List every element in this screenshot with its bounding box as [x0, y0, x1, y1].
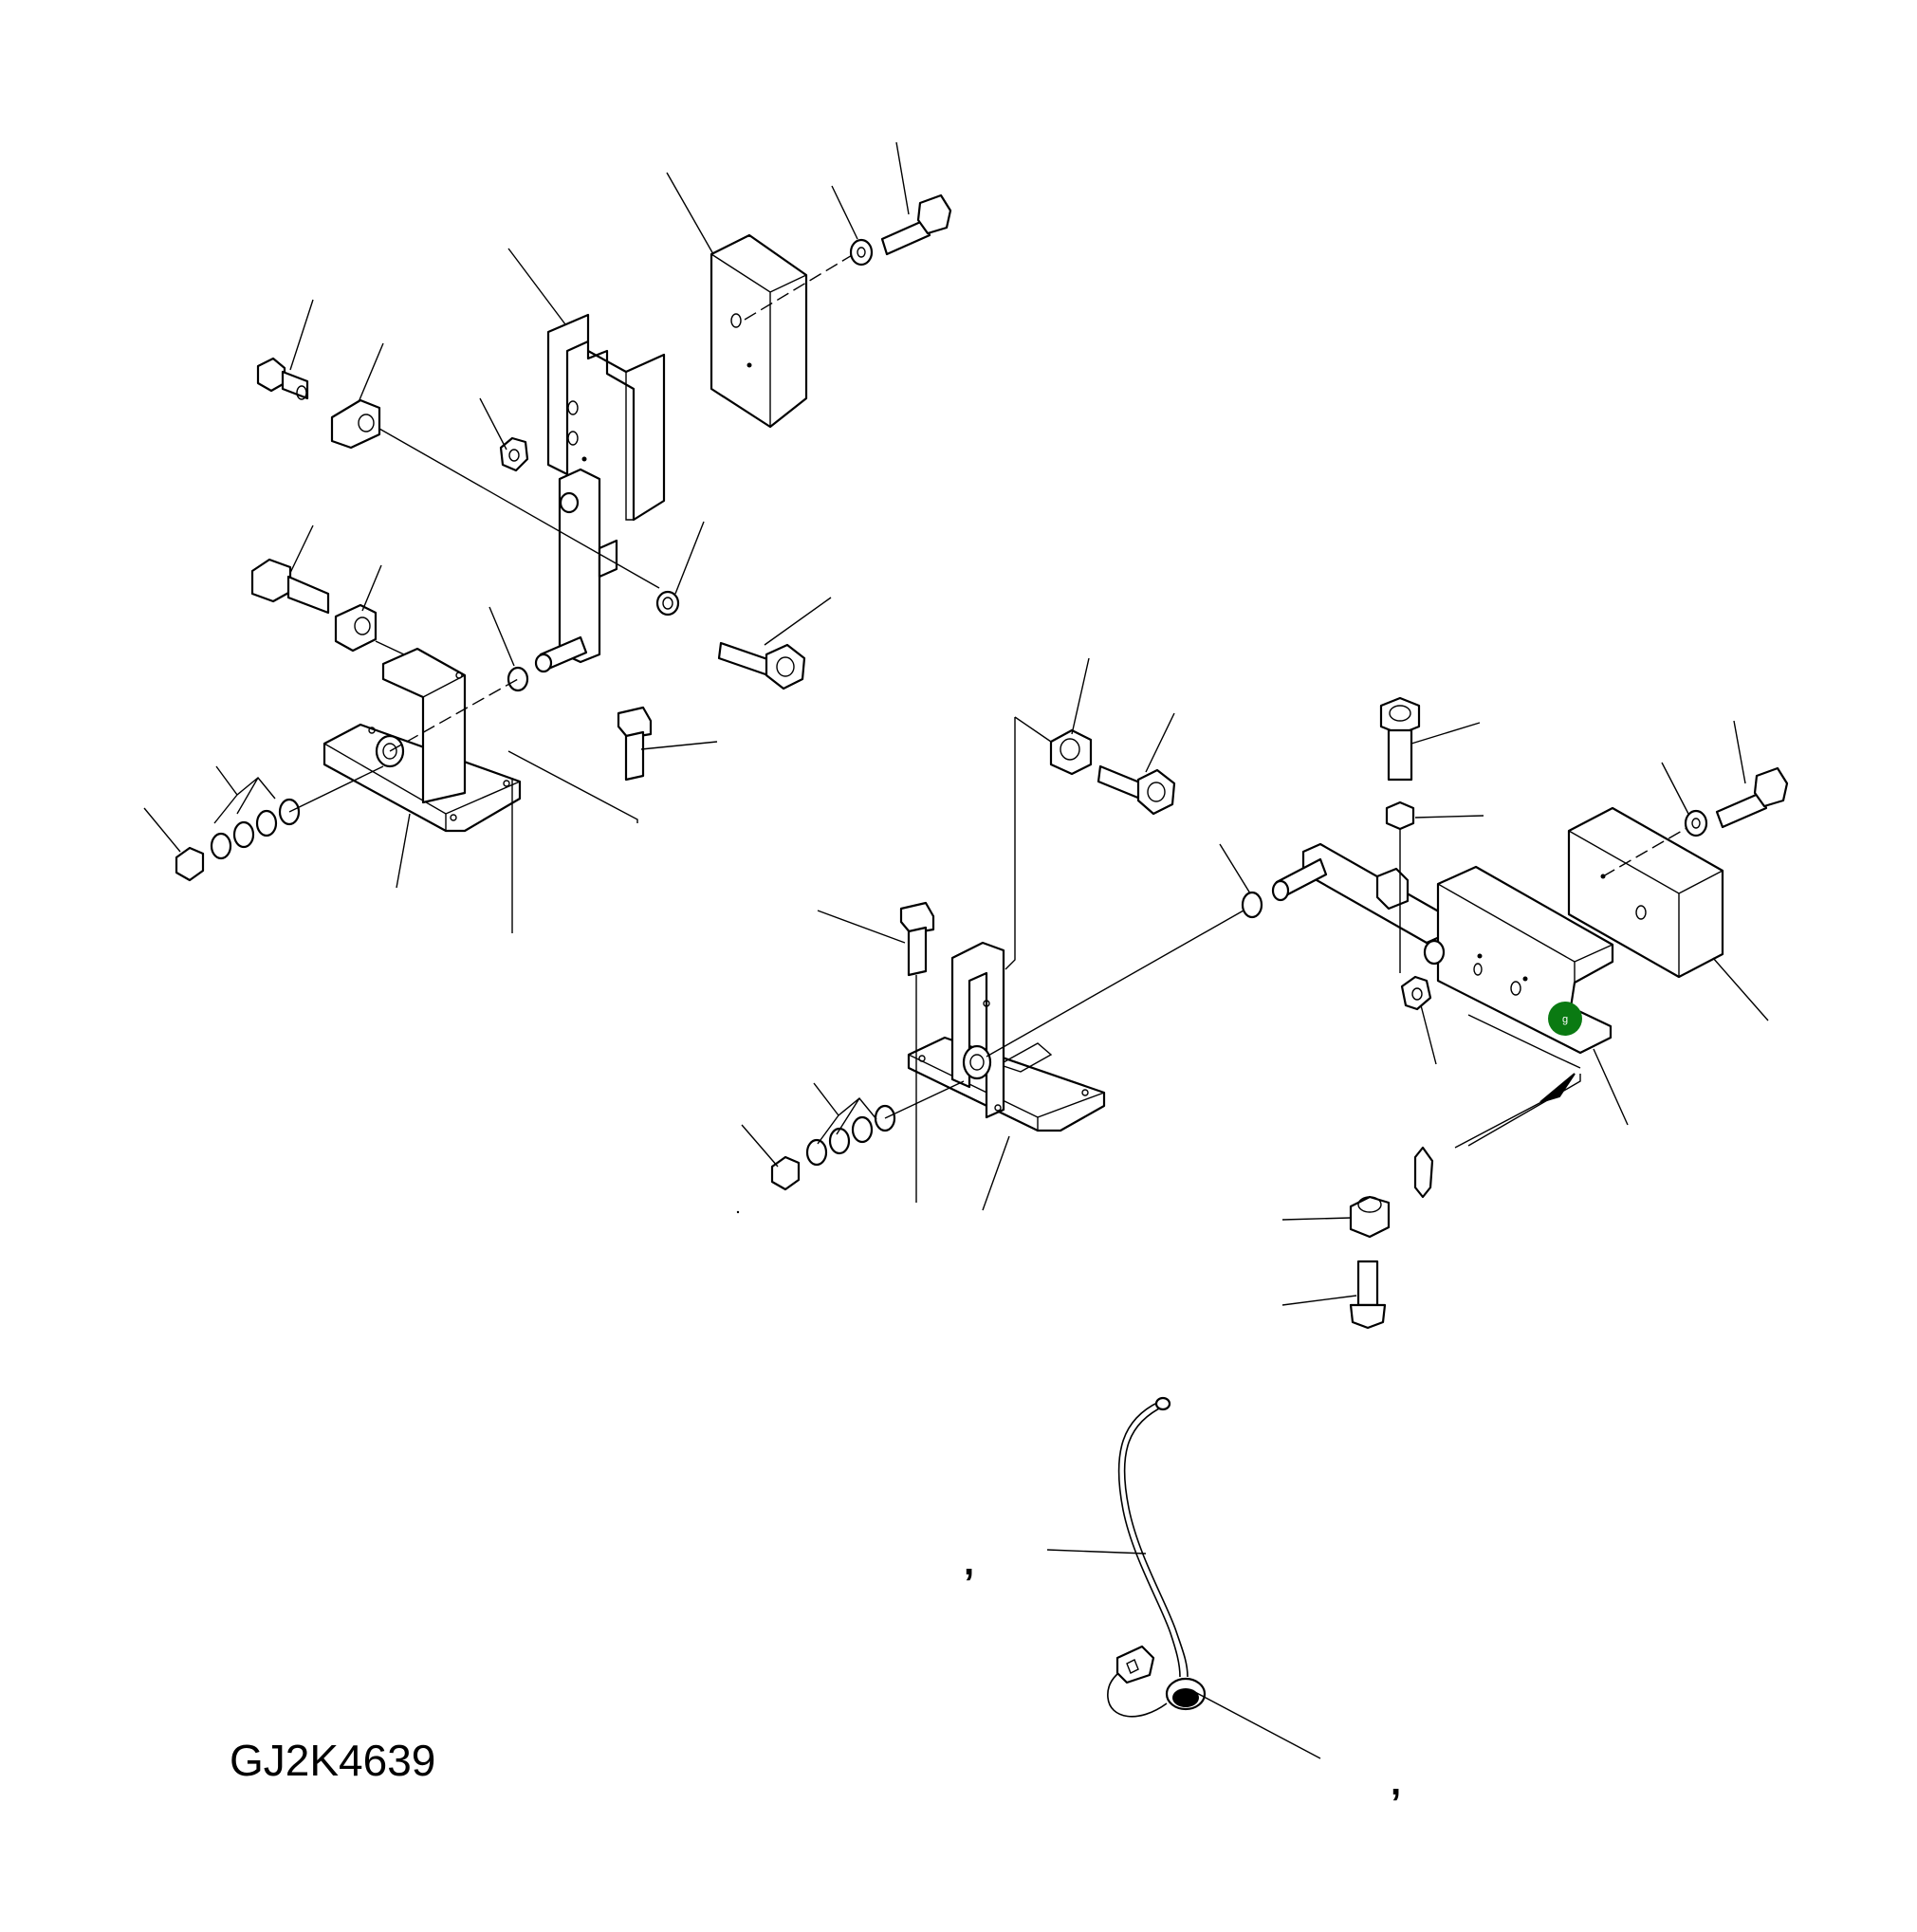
cap-screw-upper-right — [717, 641, 806, 690]
marker-label: g — [1562, 1014, 1568, 1025]
bolt-top — [849, 193, 952, 267]
highlight-marker[interactable]: g — [1548, 1002, 1582, 1036]
link-arm-lower — [1271, 842, 1446, 945]
small-nut-vertical — [1385, 800, 1415, 973]
comma-mark-left: , — [964, 1541, 974, 1583]
weight-block-top — [710, 233, 855, 429]
leader-lines — [143, 141, 1769, 1306]
collar-lower — [1049, 728, 1093, 776]
link-arm — [558, 468, 618, 664]
hex-bolt-base-lower — [899, 901, 935, 1203]
bolt-bottom — [1349, 1260, 1387, 1330]
shaft-pin — [534, 635, 588, 673]
washer-lower-mid — [1241, 891, 1263, 919]
bolt-lower-right — [1684, 766, 1789, 837]
weight-block-lower — [1567, 806, 1724, 979]
cap-screw-lower — [1097, 764, 1176, 816]
washer-stack-upper — [175, 765, 384, 882]
stray-dot — [736, 1210, 740, 1214]
drawing-reference-number: GJ2K4639 — [230, 1736, 435, 1785]
spacer-upper — [330, 398, 381, 450]
marker-dot[interactable] — [1548, 1002, 1582, 1036]
channel-bracket — [546, 313, 666, 522]
base-plate-upper — [323, 647, 522, 833]
hex-bolt-base-upper — [617, 706, 653, 782]
nut-lower — [1400, 975, 1432, 1011]
nut-upper — [499, 436, 529, 472]
spacer-bottom — [1349, 1195, 1391, 1239]
detail-arrow — [1413, 1014, 1581, 1199]
hex-bolt-upper-left — [256, 357, 309, 400]
comma-mark-right: , — [1391, 1761, 1401, 1803]
upper-left-assembly — [175, 193, 952, 882]
cap-screw-lower-left — [250, 558, 330, 615]
spacer-lower — [334, 603, 378, 653]
collar — [655, 590, 680, 616]
sensor-cable — [1046, 1396, 1321, 1759]
base-plate-lower — [907, 941, 1106, 1132]
cap-screw-vertical — [1379, 696, 1421, 782]
washer-mid — [507, 666, 529, 692]
washer-stack-lower — [770, 1080, 965, 1191]
lower-right-assembly — [770, 696, 1789, 1330]
